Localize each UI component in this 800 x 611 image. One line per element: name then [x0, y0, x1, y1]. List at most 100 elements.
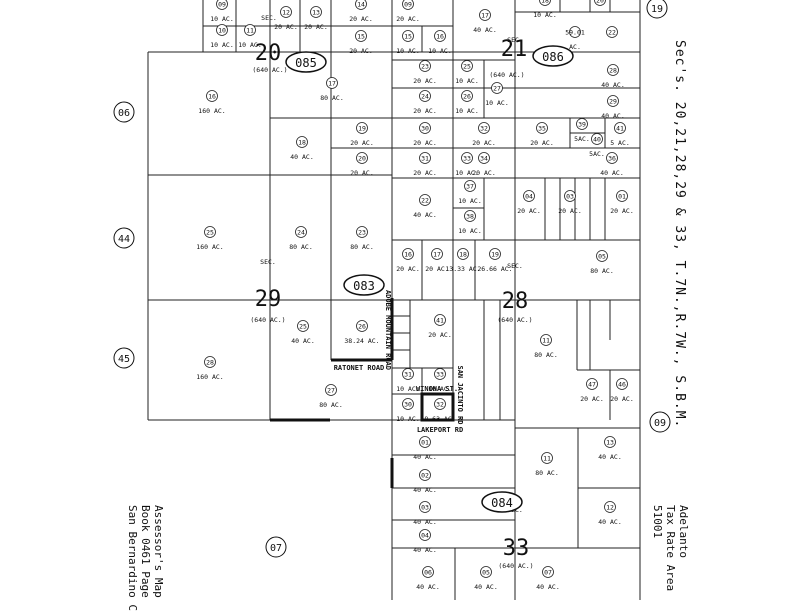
parcel-number-circle [576, 118, 588, 130]
parcel-number: 25 [463, 63, 471, 71]
parcel-acres: 5AC. [574, 135, 590, 143]
parcel-number: 01 [421, 439, 429, 447]
parcel-number-circle [216, 24, 228, 36]
parcel-number-circle [355, 30, 367, 42]
parcel-number-circle [594, 0, 606, 6]
parcel-number: 16 [436, 33, 444, 41]
parcel-number-circle [356, 226, 368, 238]
parcel-acres: 20 AC. [413, 77, 436, 85]
parcel-number: 18 [298, 139, 306, 147]
page-oval [343, 274, 385, 296]
parcel-number-circle [204, 356, 216, 368]
parcel-number-circle [419, 60, 431, 72]
parcel-acres: 5 AC. [610, 139, 630, 147]
section-number: 33 [503, 536, 530, 561]
parcel-number-circle [461, 152, 473, 164]
parcel-number: 28 [609, 67, 617, 75]
page-number-oval: 084 [491, 496, 513, 510]
parcel-number: 11 [543, 455, 551, 463]
parcel-number: 59.01 [565, 29, 585, 37]
parcel-acres: 20 AC. [558, 207, 581, 215]
parcel-acres: 10 AC. [428, 47, 451, 55]
parcel-number-circle [539, 0, 551, 6]
parcel-number-circle [325, 384, 337, 396]
parcel-number: 30 [421, 125, 429, 133]
parcel-acres: 20 AC. [530, 139, 553, 147]
parcel-number: 30 [404, 401, 412, 409]
adjacent-map-number: 19 [651, 4, 663, 15]
parcel-number: 26 [358, 323, 366, 331]
parcel-acres: 10 AC. [210, 15, 233, 23]
parcel-acres: 26.66 AC. [477, 265, 512, 273]
parcel-number: 13 [606, 439, 614, 447]
tax-line-2: Tax Rate Area [664, 505, 677, 592]
parcel-number-circle [596, 250, 608, 262]
section-number: 28 [502, 289, 529, 314]
adjacent-map-circle [265, 536, 287, 558]
parcel-acres: 80 AC. [320, 94, 343, 102]
parcel-number-circle [536, 122, 548, 134]
parcel-number: 11 [246, 27, 254, 35]
parcel-number: 25 [206, 229, 214, 237]
parcel-number: 27 [493, 85, 501, 93]
section-number: 20 [255, 41, 282, 66]
page-oval [285, 51, 327, 73]
section-acres: (640 AC.) [250, 316, 285, 324]
parcel-acres: 20 AC. [517, 207, 540, 215]
parcel-number: 28 [206, 359, 214, 367]
adjacent-map-circle [113, 347, 135, 369]
parcel-acres: 40 AC. [413, 518, 436, 526]
parcel-number-circle [478, 152, 490, 164]
parcel-number-circle [616, 190, 628, 202]
parcel-number: 04 [525, 193, 533, 201]
parcel-acres: 20 AC. [304, 23, 327, 31]
parcel-number-circle [297, 320, 309, 332]
parcel-number: 47 [588, 381, 596, 389]
parcel-number-circle [419, 469, 431, 481]
street-adobe-mountain: ADOBE MOUNTAIN ROAD [384, 290, 392, 370]
assessor-line-2: Book 0461 Page [139, 505, 152, 598]
parcel-number: 10 [218, 27, 226, 35]
parcel-acres: 80 AC. [534, 351, 557, 359]
adjacent-map-number: 45 [118, 354, 130, 365]
parcel-acres: 20 AC. [413, 169, 436, 177]
parcel-number-circle [541, 452, 553, 464]
parcel-number: 07 [544, 569, 552, 577]
parcel-number-circle [478, 122, 490, 134]
page-oval [532, 45, 574, 67]
parcel-number: 12 [282, 9, 290, 17]
parcel-number-circle [591, 133, 603, 145]
parcel-number-circle [606, 152, 618, 164]
parcel-acres: 20 AC. [396, 15, 419, 23]
parcel-number-circle [310, 6, 322, 18]
parcel-number: 19 [358, 125, 366, 133]
parcel-number: 15 [357, 33, 365, 41]
parcel-number-circle [542, 566, 554, 578]
parcel-number-circle [491, 82, 503, 94]
parcel-number-circle [434, 398, 446, 410]
parcel-number: 32 [480, 125, 488, 133]
parcel-number: 05 [598, 253, 606, 261]
adjacent-map-number: 44 [118, 234, 130, 245]
parcel-number: 15 [404, 33, 412, 41]
parcel-acres: 80 AC. [319, 401, 342, 409]
parcel-number: 38 [466, 213, 474, 221]
parcel-acres: 40 AC. [290, 153, 313, 161]
parcel-number: 41 [616, 125, 624, 133]
parcel-number-circle [402, 248, 414, 260]
parcel-number: 13 [312, 9, 320, 17]
parcel-number: 34 [480, 155, 488, 163]
parcel-acres: 10 AC. [428, 385, 451, 393]
parcel-number-circle [606, 26, 618, 38]
parcel-acres: 40 AC. [473, 26, 496, 34]
parcel-acres: 13.33 AC. [445, 265, 480, 273]
parcel-acres: 10 AC. [210, 41, 233, 49]
parcel-number: 35 [538, 125, 546, 133]
parcel-number: 17 [328, 80, 336, 88]
parcel-number-circle [540, 334, 552, 346]
parcel-number-circle [402, 398, 414, 410]
parcel-acres: 20 AC. [396, 265, 419, 273]
parcel-number-circle [461, 60, 473, 72]
parcel-acres: 10 AC. [533, 11, 556, 19]
tax-rate-note: Adelanto Tax Rate Area 51001 [651, 505, 690, 591]
